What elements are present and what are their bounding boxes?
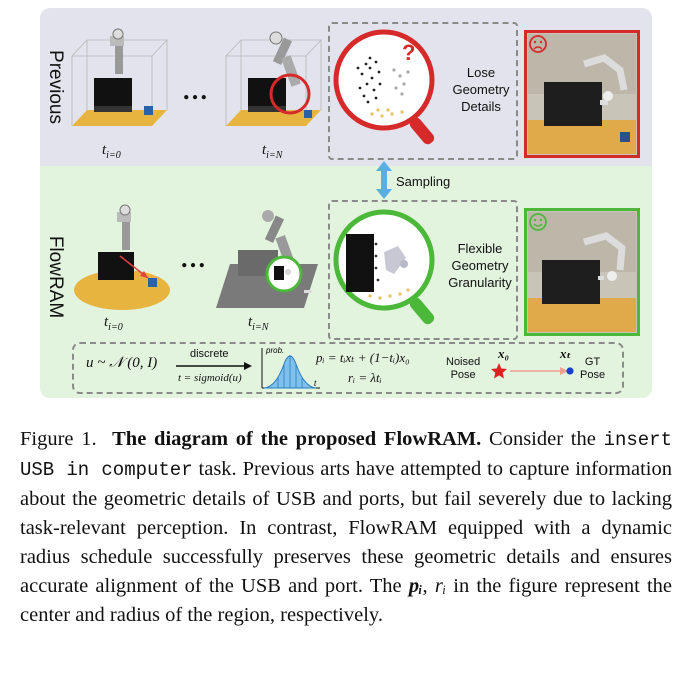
ellipsis-top: … [182, 76, 210, 105]
flowram-scene-tN [216, 210, 318, 308]
prob-label: prob. [265, 346, 284, 355]
flowram-zoom-box [328, 200, 518, 340]
previous-scene-t0 [71, 28, 168, 126]
tN-label-bottom: ti=N [248, 314, 269, 333]
formula-box [72, 342, 624, 394]
sampling-label: Sampling [396, 174, 451, 189]
magnifier-handle-red [409, 117, 435, 145]
dense-point-cloud [346, 234, 374, 292]
computer-photo [544, 82, 602, 126]
robot-arm [110, 28, 124, 74]
caption-comma: , [422, 575, 435, 597]
xt-label: xₜ [560, 346, 572, 361]
computer [94, 78, 132, 106]
usb-block [144, 106, 153, 115]
r-equation: rᵢ = λtᵢ [348, 370, 382, 385]
caption-task: insert USB in computer [20, 429, 672, 481]
logit-normal-plot: prob. t [261, 346, 320, 389]
region-circle-red [269, 73, 311, 115]
magnifier-red: ? [333, 29, 435, 145]
x0-label: x₀ [498, 346, 510, 361]
distribution-text: u ~ 𝒩 (0, I) [86, 355, 158, 371]
caption-text-1: Consider the [481, 428, 604, 450]
t0-label-top: ti=0 [102, 142, 121, 161]
table-surface [72, 110, 167, 126]
p-equation: pᵢ = tᵢxₜ + (1−tᵢ)x₀ [316, 350, 410, 365]
sampling-arrow-icon [376, 161, 392, 199]
caption-title: The diagram of the proposed FlowRAM. [112, 428, 482, 450]
caption-math-r: rᵢ [434, 575, 447, 597]
gt-pose-label: GT Pose [580, 356, 606, 381]
previous-scene-tN [225, 31, 322, 126]
previous-result-photo [524, 30, 640, 158]
happy-face-icon [529, 213, 547, 231]
sad-face-icon [529, 35, 547, 53]
figure-1: Previous FlowRAM … [40, 8, 652, 398]
tN-label-top: ti=N [262, 142, 283, 161]
gt-dot-icon [566, 367, 574, 375]
caption-prefix: Figure 1. [20, 428, 97, 450]
caption-text-2: task. Previous arts have attempted to ca… [20, 458, 672, 597]
discrete-label: discrete [190, 348, 229, 360]
sigmoid-label: t = sigmoid(u) [178, 372, 242, 384]
magnifier-handle-green [409, 297, 435, 325]
figure-caption: Figure 1. The diagram of the proposed Fl… [20, 425, 672, 630]
caption-math-p: pᵢ [408, 575, 423, 597]
flowram-result-photo [524, 208, 640, 336]
pose-transition [491, 363, 574, 379]
magnifier-green [333, 209, 435, 325]
discrete-arrow [176, 362, 252, 370]
star-icon [491, 363, 507, 379]
caption-text-3: in the figure represent the center and r… [20, 575, 673, 626]
flexible-geometry-text: Flexible Geometry Granularity [448, 241, 512, 290]
noised-pose-label: Noised Pose [446, 356, 481, 381]
t-axis-label: t [314, 379, 317, 388]
ellipsis-bottom: … [180, 244, 208, 273]
lose-geometry-text: Lose Geometry Details [452, 65, 510, 114]
flowram-label: FlowRAM [45, 235, 67, 319]
flowram-scene-t0 [74, 204, 170, 310]
question-mark: ? [402, 40, 415, 65]
previous-zoom-box [328, 22, 518, 160]
t0-label-bottom: ti=0 [104, 314, 123, 333]
